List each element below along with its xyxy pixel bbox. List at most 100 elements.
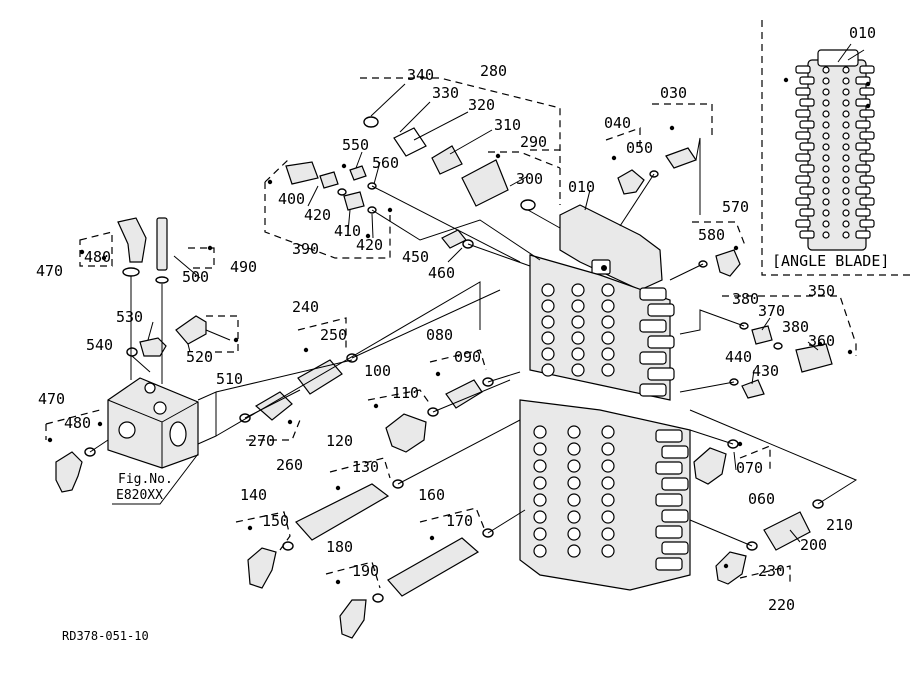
label-200: 200: [800, 536, 827, 554]
inset-fitting: [859, 197, 875, 206]
inset-fitting: [855, 76, 871, 85]
oring-210: [812, 499, 824, 509]
oring-480-upper: [122, 267, 140, 277]
inset-fitting: [855, 142, 871, 151]
label-420-a: 420: [304, 206, 331, 224]
spool-cap: [639, 383, 667, 397]
label-450: 450: [402, 248, 429, 266]
inset-fitting: [859, 131, 875, 140]
dot-marker: [373, 403, 379, 409]
inset-port: [842, 220, 850, 228]
valve-port: [533, 527, 547, 541]
inset-port: [822, 110, 830, 118]
label-560: 560: [372, 154, 399, 172]
label-230: 230: [758, 562, 785, 580]
valve-port: [533, 493, 547, 507]
inset-fitting: [855, 208, 871, 217]
plug-410: [343, 191, 365, 211]
inset-port: [822, 66, 830, 74]
valve-port: [541, 363, 555, 377]
valve-port: [601, 425, 615, 439]
dot-marker: [387, 207, 393, 213]
fig-ref-line2: E820XX: [116, 488, 163, 503]
valve-port: [601, 493, 615, 507]
plug-430: [741, 379, 765, 399]
label-400: 400: [278, 190, 305, 208]
inset-port: [842, 77, 850, 85]
valve-port: [533, 544, 547, 558]
fitting-530: [139, 337, 167, 357]
inset-port: [842, 209, 850, 217]
cap-290: [461, 159, 509, 207]
dot-marker: [97, 421, 103, 427]
label-110: 110: [392, 384, 419, 402]
dot-marker: [341, 163, 347, 169]
label-050: 050: [626, 139, 653, 157]
seat-310: [431, 145, 463, 175]
spool-cap: [655, 493, 683, 507]
inset-port: [842, 176, 850, 184]
leader-lines: [89, 49, 865, 547]
inset-port: [822, 77, 830, 85]
inset-port: [842, 143, 850, 151]
label-370: 370: [758, 302, 785, 320]
control-valve-body: [519, 204, 691, 591]
inset-port: [842, 110, 850, 118]
dot-marker: [335, 485, 341, 491]
dot-marker: [207, 245, 213, 251]
spool-cap: [661, 509, 689, 523]
inset-fitting: [859, 87, 875, 96]
fitting-240: [297, 359, 343, 395]
spool-cap: [639, 351, 667, 365]
inset-fitting: [795, 109, 811, 118]
dot-marker: [435, 371, 441, 377]
inset-port: [842, 132, 850, 140]
label-460: 460: [428, 264, 455, 282]
inset-fitting: [799, 230, 815, 239]
part-number-labels: 340 280 330 320 310 290 300 010 550 560 …: [36, 62, 853, 614]
label-430: 430: [752, 362, 779, 380]
label-010: 010: [568, 178, 595, 196]
oring-090: [482, 377, 494, 387]
valve-port: [533, 459, 547, 473]
inset-port: [822, 121, 830, 129]
valve-port: [571, 283, 585, 297]
spool-cap: [661, 541, 689, 555]
inset-port: [822, 132, 830, 140]
inset-port: [822, 154, 830, 162]
valve-port: [571, 347, 585, 361]
dot-marker: [495, 153, 501, 159]
label-100: 100: [364, 362, 391, 380]
inset-fitting: [859, 153, 875, 162]
elbow-fitting-140: [247, 547, 277, 589]
dot-marker: [669, 125, 675, 131]
fig-ref-line1: Fig.No.: [118, 472, 173, 487]
valve-port: [567, 476, 581, 490]
dot-marker: [865, 81, 871, 87]
valve-port: [567, 544, 581, 558]
label-340: 340: [407, 66, 434, 84]
spool-cap: [655, 461, 683, 475]
label-180: 180: [326, 538, 353, 556]
label-390: 390: [292, 240, 319, 258]
valve-port: [601, 476, 615, 490]
label-330: 330: [432, 84, 459, 102]
fitting-030: [665, 147, 697, 169]
plug-550: [349, 165, 367, 181]
valve-port: [541, 315, 555, 329]
angle-blade-inset: 010 [ANGLE BLADE]: [761, 20, 912, 276]
label-490: 490: [230, 258, 257, 276]
label-580: 580: [698, 226, 725, 244]
valve-port: [567, 425, 581, 439]
label-410: 410: [334, 222, 361, 240]
label-070: 070: [736, 459, 763, 477]
spool-cap: [647, 303, 675, 317]
valve-port: [601, 315, 615, 329]
inset-fitting: [855, 98, 871, 107]
inset-fitting: [799, 142, 815, 151]
oring-460: [462, 239, 474, 249]
label-080: 080: [426, 326, 453, 344]
inset-port: [842, 231, 850, 239]
label-550: 550: [342, 136, 369, 154]
label-130: 130: [352, 458, 379, 476]
